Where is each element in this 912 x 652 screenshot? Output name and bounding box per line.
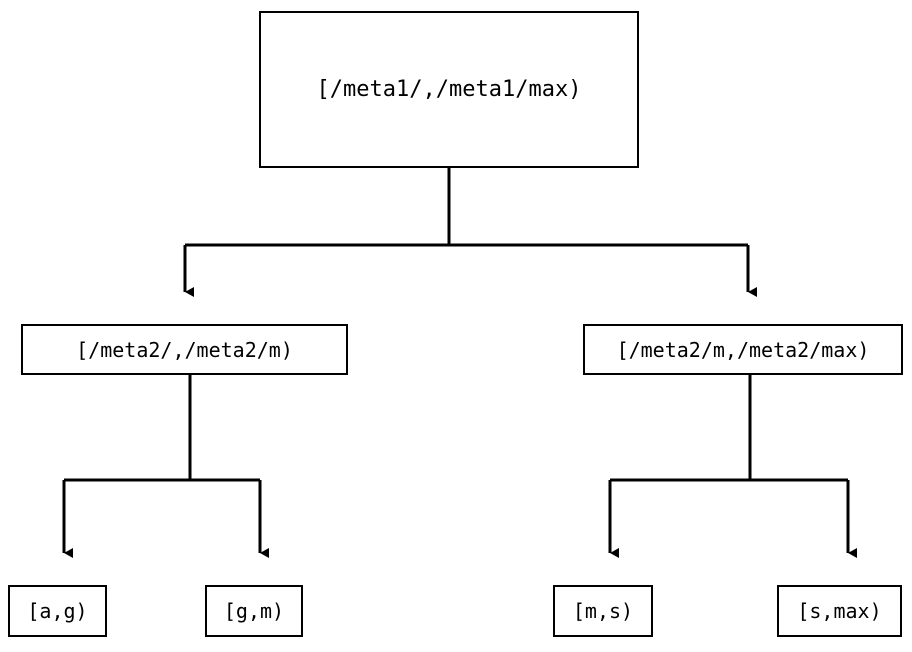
tree-node-leaf-3-label: [m,s) [572,599,634,623]
tree-node-leaf-1[interactable]: [a,g) [8,585,107,637]
tree-node-leaf-2-label: [g,m) [223,599,285,623]
tree-node-root-label: [/meta1/,/meta1/max) [316,77,582,102]
tree-node-root[interactable]: [/meta1/,/meta1/max) [259,11,639,168]
tree-node-mid-left[interactable]: [/meta2/,/meta2/m) [21,324,348,375]
tree-node-leaf-3[interactable]: [m,s) [553,585,653,637]
tree-node-leaf-2[interactable]: [g,m) [205,585,303,637]
tree-node-mid-right-label: [/meta2/m,/meta2/max) [616,337,870,362]
tree-node-leaf-4-label: [s,max) [797,599,882,623]
tree-node-leaf-1-label: [a,g) [27,599,88,623]
tree-node-leaf-4[interactable]: [s,max) [777,585,902,637]
tree-node-mid-right[interactable]: [/meta2/m,/meta2/max) [583,324,903,375]
tree-node-mid-left-label: [/meta2/,/meta2/m) [76,337,293,362]
